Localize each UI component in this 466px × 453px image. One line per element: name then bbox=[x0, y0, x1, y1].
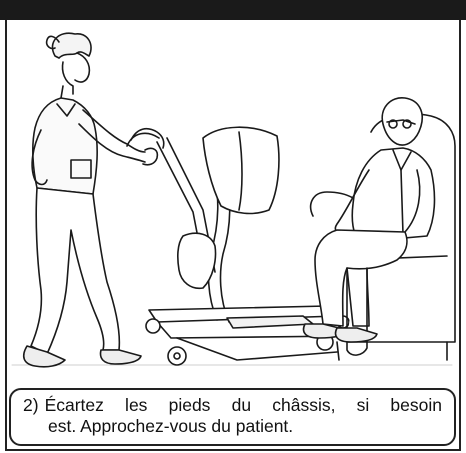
instruction-caption: 2) Écartez les pieds du châssis, si beso… bbox=[9, 388, 456, 446]
caption-line-1-text: Écartez les pieds du châssis, si besoin bbox=[44, 395, 442, 415]
caregiver-figure bbox=[22, 32, 159, 368]
illustration bbox=[11, 32, 456, 368]
caption-line-2: est. Approchez-vous du patient. bbox=[48, 416, 294, 436]
standing-aid bbox=[126, 126, 350, 366]
caption-line-1: 2) Écartez les pieds du châssis, si beso… bbox=[23, 395, 442, 416]
step-number: 2) bbox=[23, 395, 39, 415]
panel-frame bbox=[5, 20, 461, 451]
top-bar bbox=[0, 0, 466, 20]
patient-figure bbox=[302, 97, 436, 343]
